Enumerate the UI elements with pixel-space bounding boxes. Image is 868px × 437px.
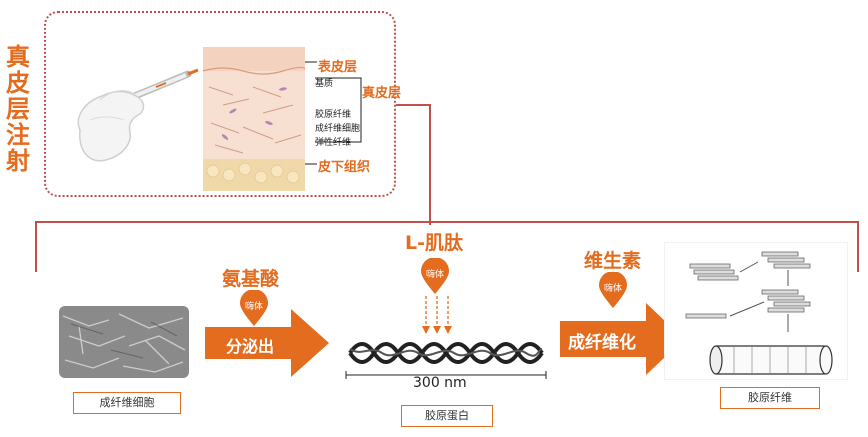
vitamin-label: 维生素 (584, 246, 641, 273)
skin-cross-section (203, 47, 305, 191)
scale-label: 300 nm (413, 375, 467, 391)
skin-bracket-lines (305, 52, 367, 182)
enzyme-label-3: 嗨体 (600, 281, 626, 294)
fibrosis-label: 成纤维化 (568, 328, 636, 353)
collagen-fiber-caption: 胶原纤维 (720, 387, 820, 409)
glove-syringe-illustration (70, 60, 200, 170)
enzyme-label-2: 嗨体 (422, 267, 448, 280)
collagen-fiber-formation-diagram (664, 242, 848, 380)
fibroblast-caption: 成纤维细胞 (73, 392, 181, 414)
dermis-label: 真皮层 (362, 82, 401, 101)
collagen-helix (348, 336, 544, 370)
amino-acid-label: 氨基酸 (222, 264, 279, 291)
fibroblast-micrograph (59, 306, 189, 378)
secrete-label: 分泌出 (226, 333, 274, 357)
l-peptide-label: L-肌肽 (405, 228, 463, 255)
collagen-caption: 胶原蛋白 (401, 405, 493, 427)
down-arrows (420, 296, 454, 336)
